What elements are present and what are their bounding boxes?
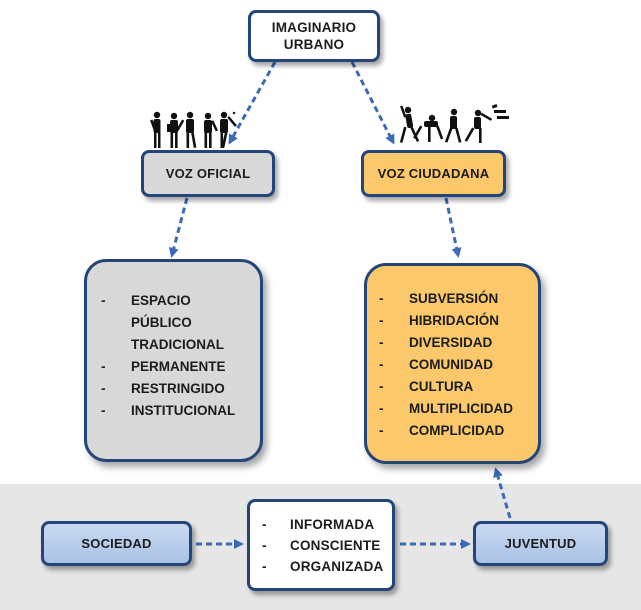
list-item: - INSTITUCIONAL xyxy=(101,400,246,422)
list-item: - ORGANIZADA xyxy=(262,556,384,577)
list-item: - SUBVERSIÓN xyxy=(379,288,524,310)
juventud-box: JUVENTUD xyxy=(473,521,608,566)
bullet-dash: - xyxy=(262,537,267,553)
list-item-text: INSTITUCIONAL xyxy=(131,403,236,418)
bullet-dash: - xyxy=(379,313,384,328)
voz-ciudadana-box: VOZ CIUDADANA xyxy=(361,150,506,197)
voz-ciudadana-list: - SUBVERSIÓN - HIBRIDACIÓN - DIVERSIDAD - CO… xyxy=(379,288,524,442)
sociedad-box: SOCIEDAD xyxy=(41,521,192,566)
bullet-dash: - xyxy=(379,401,384,416)
bullet-dash: - xyxy=(379,291,384,306)
list-item: - CONSCIENTE xyxy=(262,535,384,556)
list-item-text: PERMANENTE xyxy=(131,359,226,374)
imaginario-urbano-box: IMAGINARIO URBANO xyxy=(248,10,380,62)
list-item-text: ORGANIZADA xyxy=(290,558,384,574)
list-item: - COMUNIDAD xyxy=(379,354,524,376)
bullet-dash: - xyxy=(262,558,267,574)
list-item: - MULTIPLICIDAD xyxy=(379,398,524,420)
list-item-text: DIVERSIDAD xyxy=(409,335,493,350)
voz-oficial-list-box: - ESPACIO PÚBLICO TRADICIONAL - PERMANENTE… xyxy=(84,259,263,462)
bullet-dash: - xyxy=(101,403,106,418)
list-item-text: ESPACIO PÚBLICO TRADICIONAL xyxy=(131,293,224,352)
bullet-dash: - xyxy=(379,335,384,350)
list-item: - RESTRINGIDO xyxy=(101,378,246,400)
list-item: - CULTURA xyxy=(379,376,524,398)
list-item-text: HIBRIDACIÓN xyxy=(409,313,499,328)
list-item: - INFORMADA xyxy=(262,514,384,535)
list-item: - DIVERSIDAD xyxy=(379,332,524,354)
voz-oficial-box: VOZ OFICIAL xyxy=(141,150,275,197)
top-line-2: URBANO xyxy=(283,37,345,52)
list-item-text: SUBVERSIÓN xyxy=(409,291,499,306)
list-item-text: MULTIPLICIDAD xyxy=(409,401,513,416)
list-item: - HIBRIDACIÓN xyxy=(379,310,524,332)
arrow-top-to-ciudadana xyxy=(350,61,395,145)
list-item-text: CONSCIENTE xyxy=(290,537,381,553)
list-item-text: COMPLICIDAD xyxy=(409,423,505,438)
bullet-dash: - xyxy=(379,379,384,394)
sociedad-attributes-box: - INFORMADA - CONSCIENTE - ORGANIZADA xyxy=(247,499,395,591)
voz-ciudadana-label: VOZ CIUDADANA xyxy=(377,166,490,181)
sociedad-label: SOCIEDAD xyxy=(81,536,152,551)
bullet-dash: - xyxy=(101,359,106,374)
bullet-dash: - xyxy=(101,293,106,308)
bullet-dash: - xyxy=(379,423,384,438)
voz-oficial-list: - ESPACIO PÚBLICO TRADICIONAL - PERMANENTE… xyxy=(101,290,246,422)
arrow-juventud-to-list xyxy=(493,467,512,519)
bullet-dash: - xyxy=(379,357,384,372)
list-item-text: INFORMADA xyxy=(290,516,375,532)
arrow-top-to-oficial xyxy=(228,61,277,145)
arrow-ciudadana-to-list xyxy=(444,197,462,258)
juventud-label: JUVENTUD xyxy=(504,536,577,551)
bullet-dash: - xyxy=(262,516,267,532)
bullet-dash: - xyxy=(101,381,106,396)
arrow-oficial-to-list xyxy=(168,197,189,258)
list-item: - COMPLICIDAD xyxy=(379,420,524,442)
sociedad-attributes-list: - INFORMADA - CONSCIENTE - ORGANIZADA xyxy=(262,514,384,577)
list-item: - ESPACIO PÚBLICO TRADICIONAL xyxy=(101,290,246,356)
voz-oficial-label: VOZ OFICIAL xyxy=(165,166,251,181)
dancing-youth-silhouettes-icon xyxy=(399,104,509,143)
voz-ciudadana-list-box: - SUBVERSIÓN - HIBRIDACIÓN - DIVERSIDAD - CO… xyxy=(364,263,541,464)
list-item-text: CULTURA xyxy=(409,379,474,394)
top-line-1: IMAGINARIO xyxy=(271,20,357,35)
list-item-text: RESTRINGIDO xyxy=(131,381,225,396)
list-item: - PERMANENTE xyxy=(101,356,246,378)
list-item-text: COMUNIDAD xyxy=(409,357,493,372)
business-people-silhouettes-icon xyxy=(150,111,237,148)
